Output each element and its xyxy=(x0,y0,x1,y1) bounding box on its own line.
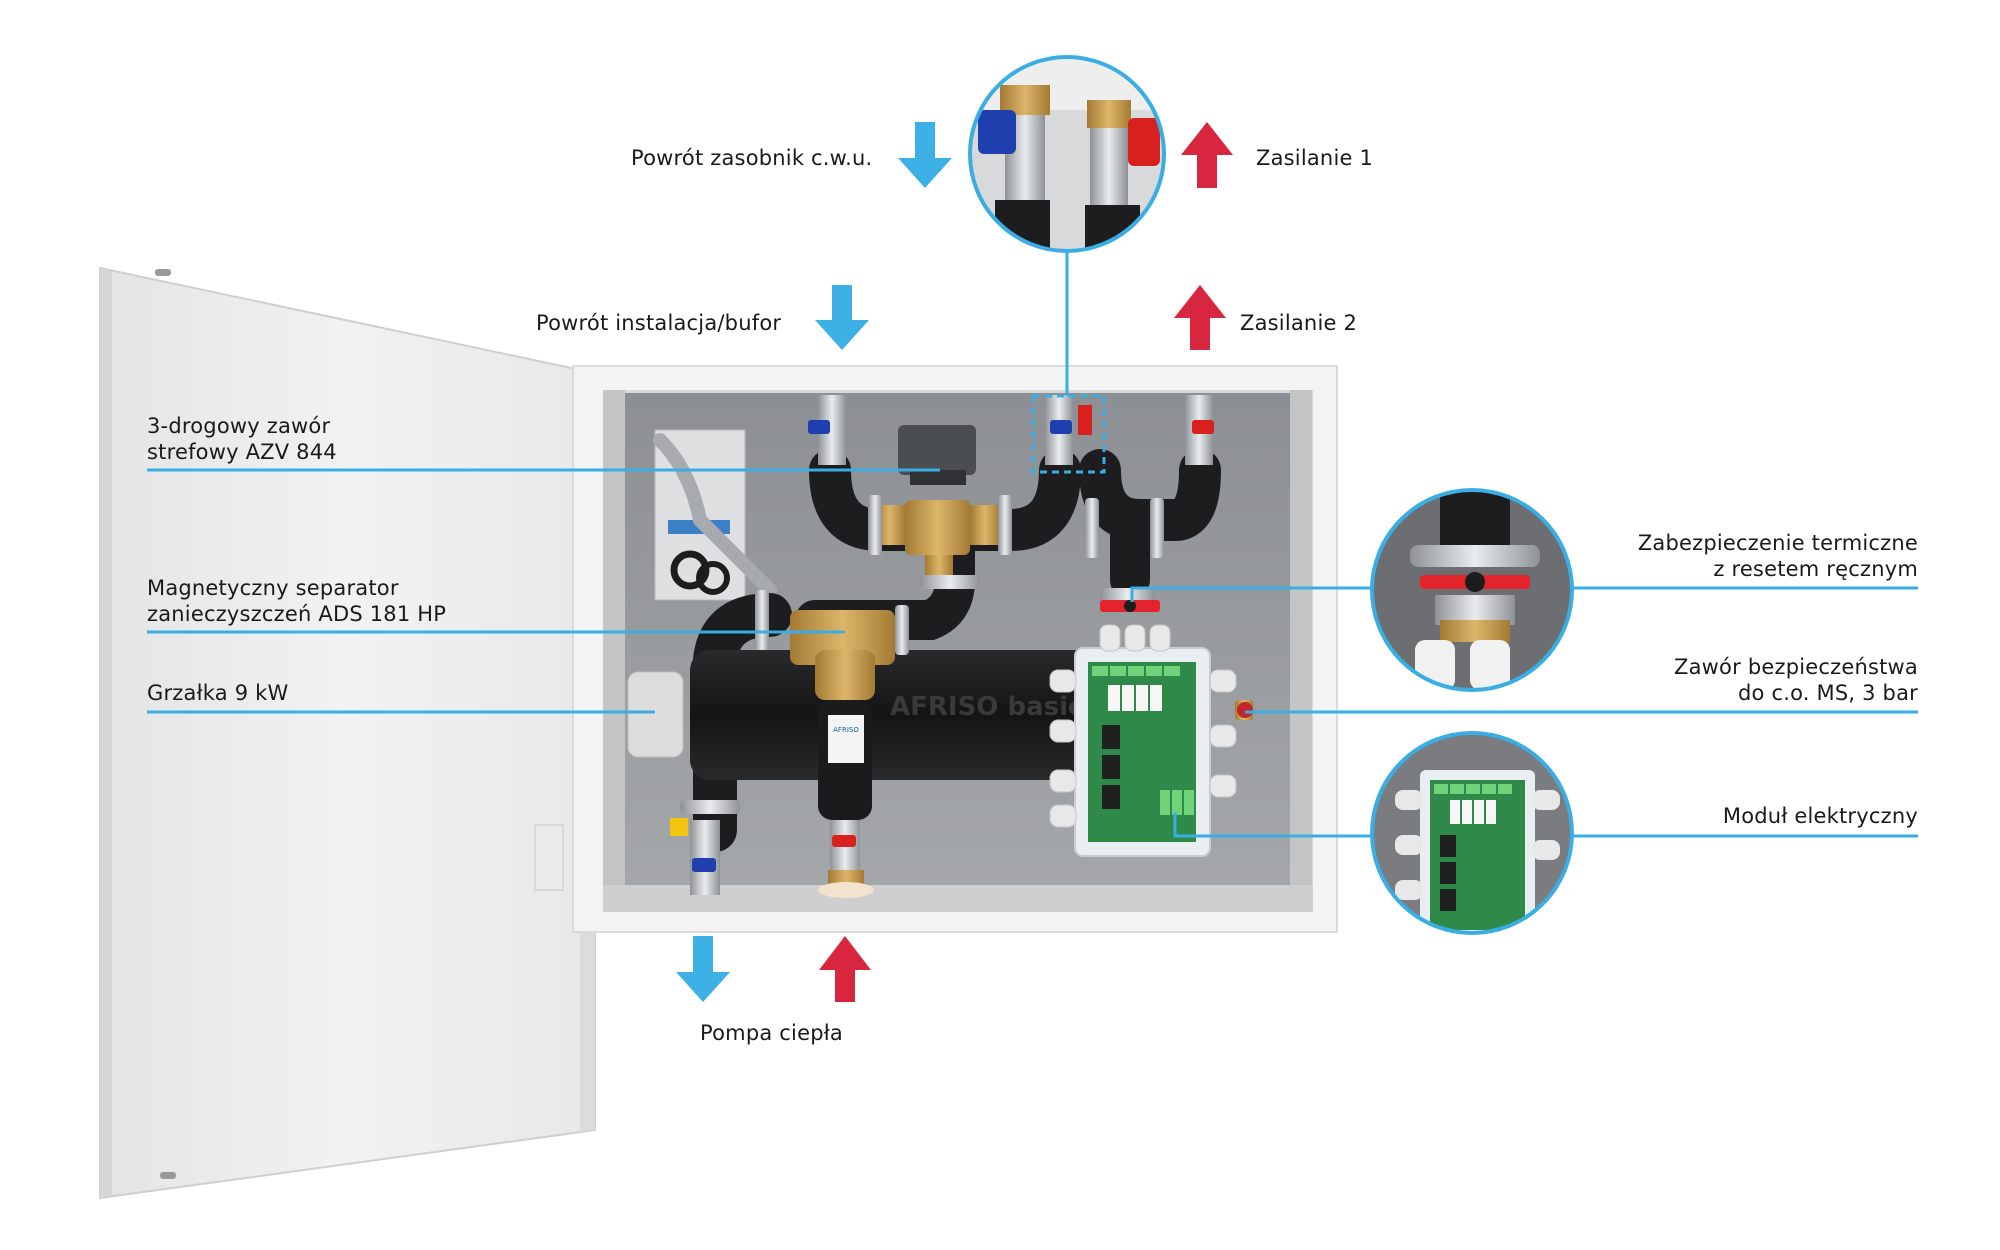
label-powrot-zasobnik: Powrót zasobnik c.w.u. xyxy=(631,146,873,170)
label-zasilanie-2: Zasilanie 2 xyxy=(1240,311,1358,335)
callout-thermal-protection: Zabezpieczenie termiczne z resetem ręczn… xyxy=(1638,530,1918,582)
callout-heater: Grzałka 9 kW xyxy=(147,681,289,705)
callout-electrical-module: Moduł elektryczny xyxy=(1722,804,1918,828)
label-powrot-instalacja: Powrót instalacja/bufor xyxy=(536,311,782,335)
magnetic-separator: AFRISO xyxy=(790,610,895,820)
callout-text: Zawór bezpieczeństwa xyxy=(1674,655,1918,679)
electrical-module xyxy=(1049,624,1253,857)
three-way-valve xyxy=(875,425,1000,580)
callout-text: 3-drogowy zawór xyxy=(147,414,331,438)
detail-circle-top-border xyxy=(968,55,1166,253)
cabinet-door xyxy=(99,266,603,1200)
detail-circle-top-valves xyxy=(971,58,1163,250)
zasilanie-1-arrow xyxy=(1181,122,1233,188)
bottom-valves xyxy=(670,818,874,898)
detail-circle-module-border xyxy=(1370,731,1574,935)
callout-lines xyxy=(147,250,1918,838)
label-zasilanie-1: Zasilanie 1 xyxy=(1256,146,1374,170)
callout-text: strefowy AZV 844 xyxy=(147,440,337,464)
detail-circle-module xyxy=(1373,734,1571,932)
separator-label: AFRISO xyxy=(833,726,859,734)
callout-text: zanieczyszczeń ADS 181 HP xyxy=(147,602,447,626)
pompa-supply-arrow xyxy=(819,936,871,1002)
callout-text: Magnetyczny separator xyxy=(147,576,399,600)
detail-circle-thermal-border xyxy=(1370,488,1574,692)
top-ball-valves xyxy=(808,395,1214,465)
callout-text: do c.o. MS, 3 bar xyxy=(1738,681,1918,705)
powrot-instalacja-arrow xyxy=(815,285,869,350)
heater-element xyxy=(627,671,684,758)
callout-three-way-valve: 3-drogowy zawór strefowy AZV 844 xyxy=(147,413,337,465)
thermal-cutout xyxy=(1100,600,1160,612)
callout-safety-valve: Zawór bezpieczeństwa do c.o. MS, 3 bar xyxy=(1674,654,1918,706)
pompa-return-arrow xyxy=(676,936,730,1002)
pipe-clamps xyxy=(680,495,1164,814)
powrot-zasobnik-arrow xyxy=(898,122,952,188)
accessories-bag xyxy=(653,429,777,601)
tank-brand-print: AFRISO basic xyxy=(890,692,1083,722)
label-pompa-ciepla: Pompa ciepła xyxy=(700,1021,843,1045)
callout-text: Zabezpieczenie termiczne xyxy=(1637,531,1918,555)
callout-text: z resetem ręcznym xyxy=(1713,557,1918,581)
callout-magnetic-separator: Magnetyczny separator zanieczyszczeń ADS… xyxy=(147,575,446,627)
highlighted-valve-box xyxy=(1031,394,1106,474)
detail-circle-thermal xyxy=(1373,491,1571,689)
buffer-tank: AFRISO basic xyxy=(690,650,1110,780)
zasilanie-2-arrow xyxy=(1174,285,1226,350)
